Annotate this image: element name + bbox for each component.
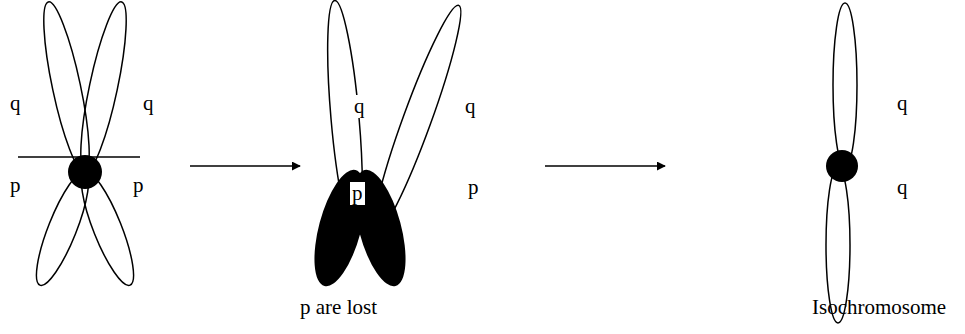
chromatid-arm — [833, 3, 857, 167]
arm-label: q — [897, 92, 908, 115]
arm-label: q — [143, 92, 154, 115]
arrow — [190, 165, 300, 167]
centromere — [826, 150, 858, 182]
arm-label: p — [350, 182, 365, 205]
chromosome-broken — [304, 0, 472, 291]
caption-label: p are lost — [300, 296, 377, 319]
isochromosome-figure — [826, 3, 857, 323]
arm-label: q — [10, 92, 21, 115]
lost-arm — [344, 165, 416, 292]
chromosome-normal — [27, 0, 143, 290]
chromatid-arm — [72, 0, 136, 175]
arm-label: p — [133, 174, 144, 197]
arrow — [545, 165, 665, 167]
caption-label: Isochromosome — [812, 296, 946, 319]
arm-label: q — [897, 176, 908, 199]
arm-label: q — [465, 95, 476, 118]
arm-label: q — [352, 95, 367, 118]
arm-label: p — [468, 176, 479, 199]
centromere — [68, 155, 102, 189]
arm-label: p — [10, 174, 21, 197]
